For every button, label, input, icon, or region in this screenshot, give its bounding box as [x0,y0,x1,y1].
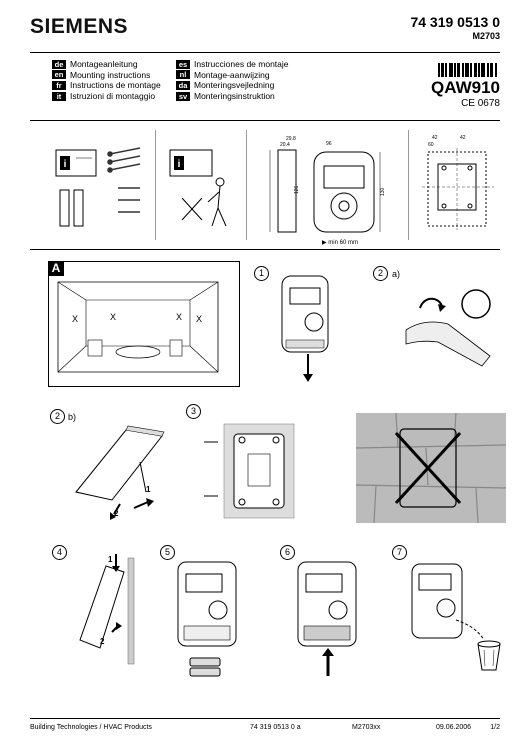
svg-text:X: X [110,312,116,322]
language-row: da Monteringsvejledning [176,80,289,91]
footer-ref: M2703xx [352,724,381,731]
document-number: 74 319 0513 0 [410,14,500,30]
language-label: Montage-aanwijzing [194,69,270,80]
language-label: Montageanleitung [70,59,138,69]
step-4-marker: 4 [52,545,67,560]
svg-text:X: X [176,312,182,322]
dimension-label: 60 [428,142,434,148]
language-label: Istruzioni di montaggio [70,90,156,101]
svg-text:X: X [196,314,202,324]
language-row: en Mounting instructions [52,70,161,81]
section-a-box [48,261,240,387]
book-icon: i [169,149,213,177]
language-list-left: de Montageanleitung en Mounting instructio… [52,59,161,101]
step-1-marker: 1 [254,266,269,281]
svg-text:i: i [178,159,181,170]
device-icon [281,275,329,353]
step-7-marker: 7 [392,545,407,560]
step-2-marker: 2 [50,409,65,424]
section-a-label: A [48,261,64,276]
arrow-1-label: 1 [146,485,151,494]
dimension-label: 130 [380,187,386,196]
step-5-marker: 5 [160,545,175,560]
language-code: en [52,70,66,80]
header-rule [30,52,500,53]
language-row: nl Montage-aanwijzing [176,70,289,81]
section-rule [30,249,500,250]
device-icon [297,561,357,647]
svg-text:X: X [72,314,78,324]
device-icon [411,563,463,639]
step-6-figure [297,561,357,676]
arrow-2-label: 2 [100,637,105,646]
dimension-label: 126 [294,185,300,194]
barcode [438,63,500,77]
footer-page: 1/2 [490,724,500,731]
footer-doc: 74 319 0513 0 a [250,724,301,731]
dimension-label: 20.4 [280,142,290,148]
safety-figure: i [169,149,227,227]
dimension-label: 96 [326,141,332,147]
footer-date: 09.06.2006 [436,724,472,731]
footer-company: Building Technologies / HVAC Products [30,724,152,731]
step-5-figure [177,561,237,677]
language-row: de Montageanleitung [52,59,161,70]
step-2b-label: b) [68,412,77,422]
language-code: de [52,59,66,69]
package-contents-figure: i [55,147,141,227]
min-distance-note: ▶ min 60 mm [322,240,358,246]
language-code: sv [176,91,190,101]
language-row: fr Instructions de montage [52,80,161,91]
language-label: Mounting instructions [70,69,151,80]
step-2a-label: a) [392,269,401,279]
step-3-figure [204,423,295,519]
model-name: QAW910 [431,78,500,97]
language-code: fr [52,80,66,90]
dimension-label: 29.8 [286,136,296,142]
ce-mark: CE 0678 [461,98,500,109]
svg-text:i: i [64,159,67,170]
person-icon [207,177,227,227]
battery-icon [189,657,221,677]
language-row: es Instrucciones de montaje [176,59,289,70]
side-front-dimension-figure: 29.8 20.4 96 126 130 ▶ min 60 mm [269,136,386,246]
language-label: Monteringsinstruktion [194,90,275,101]
language-label: Instructions de montage [70,80,161,91]
step-7-figure [411,563,501,671]
screw-icon [204,441,218,497]
trash-icon [477,640,501,671]
arrow-1-label: 1 [108,555,113,564]
battery-icon [59,189,84,227]
brand-logo: SIEMENS [30,15,129,38]
step-4-figure: 1 2 [79,554,135,665]
step-2a-figure [405,289,491,367]
language-row: sv Monteringsinstruktion [176,91,289,102]
step-1-figure [281,275,329,382]
language-code: es [176,59,190,69]
wall-warning-figure [355,412,507,524]
section-rule [30,120,500,121]
device-icon [177,561,237,647]
mounting-hole-figure: 42 42 60 [422,135,494,230]
step-6-marker: 6 [280,545,295,560]
arrow-2-label: 2 [114,509,119,518]
dimension-label: 42 [460,135,466,141]
screw-icon [107,147,141,213]
language-list-right: es Instrucciones de montaje nl Montage-aan… [176,59,289,101]
language-code: nl [176,70,190,80]
step-2-marker: 2 [373,266,388,281]
language-row: it Istruzioni di montaggio [52,91,161,102]
footer-rule [30,718,500,719]
dimension-label: 42 [432,135,438,141]
language-label: Monteringsvejledning [194,80,275,91]
step-2b-figure: 1 2 [75,425,165,520]
document-subnumber: M2703 [472,31,500,41]
language-label: Instrucciones de montaje [194,59,289,69]
step-3-marker: 3 [186,404,201,419]
book-icon: i [55,149,97,177]
language-code: it [52,91,66,101]
language-code: da [176,80,190,90]
